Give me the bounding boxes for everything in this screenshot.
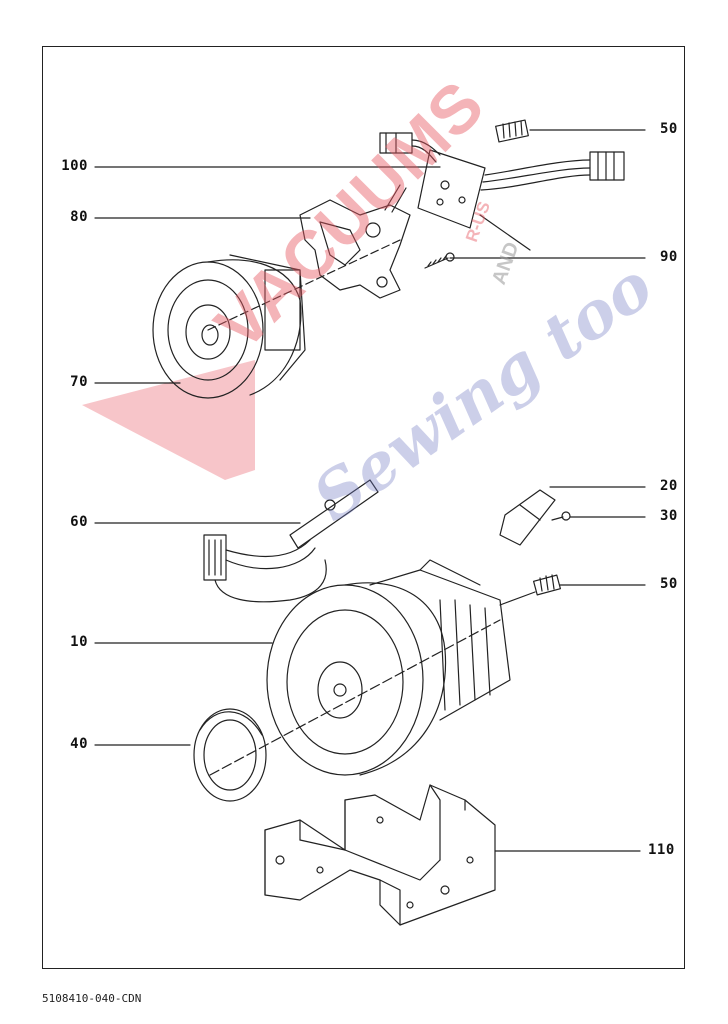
callout-60: 60 xyxy=(70,514,88,530)
screw-90 xyxy=(424,252,455,269)
callout-100: 100 xyxy=(61,158,88,174)
callout-10: 10 xyxy=(70,634,88,650)
switch-20 xyxy=(499,489,556,546)
circuit-board-100 xyxy=(379,132,625,251)
callout-30: 30 xyxy=(660,508,678,524)
callout-110: 110 xyxy=(648,842,675,858)
document-code: 5108410-040-CDN xyxy=(42,992,142,1005)
blower-motor-70 xyxy=(152,239,401,399)
callout-80: 80 xyxy=(70,209,88,225)
diagram-frame xyxy=(42,46,685,969)
foam-block-110 xyxy=(264,784,496,926)
callout-50-lower: 50 xyxy=(660,576,678,592)
connector-50-lower xyxy=(499,574,562,606)
board-60 xyxy=(203,479,379,603)
callout-20: 20 xyxy=(660,478,678,494)
bracket-80 xyxy=(299,184,411,299)
callout-70: 70 xyxy=(70,374,88,390)
callout-90: 90 xyxy=(660,249,678,265)
watermark-v-shape xyxy=(82,360,255,480)
connector-50-top xyxy=(495,119,529,143)
callout-40: 40 xyxy=(70,736,88,752)
gasket-40 xyxy=(193,708,267,802)
screw-30 xyxy=(551,511,571,521)
callout-50-top: 50 xyxy=(660,121,678,137)
main-motor-10 xyxy=(209,559,511,776)
